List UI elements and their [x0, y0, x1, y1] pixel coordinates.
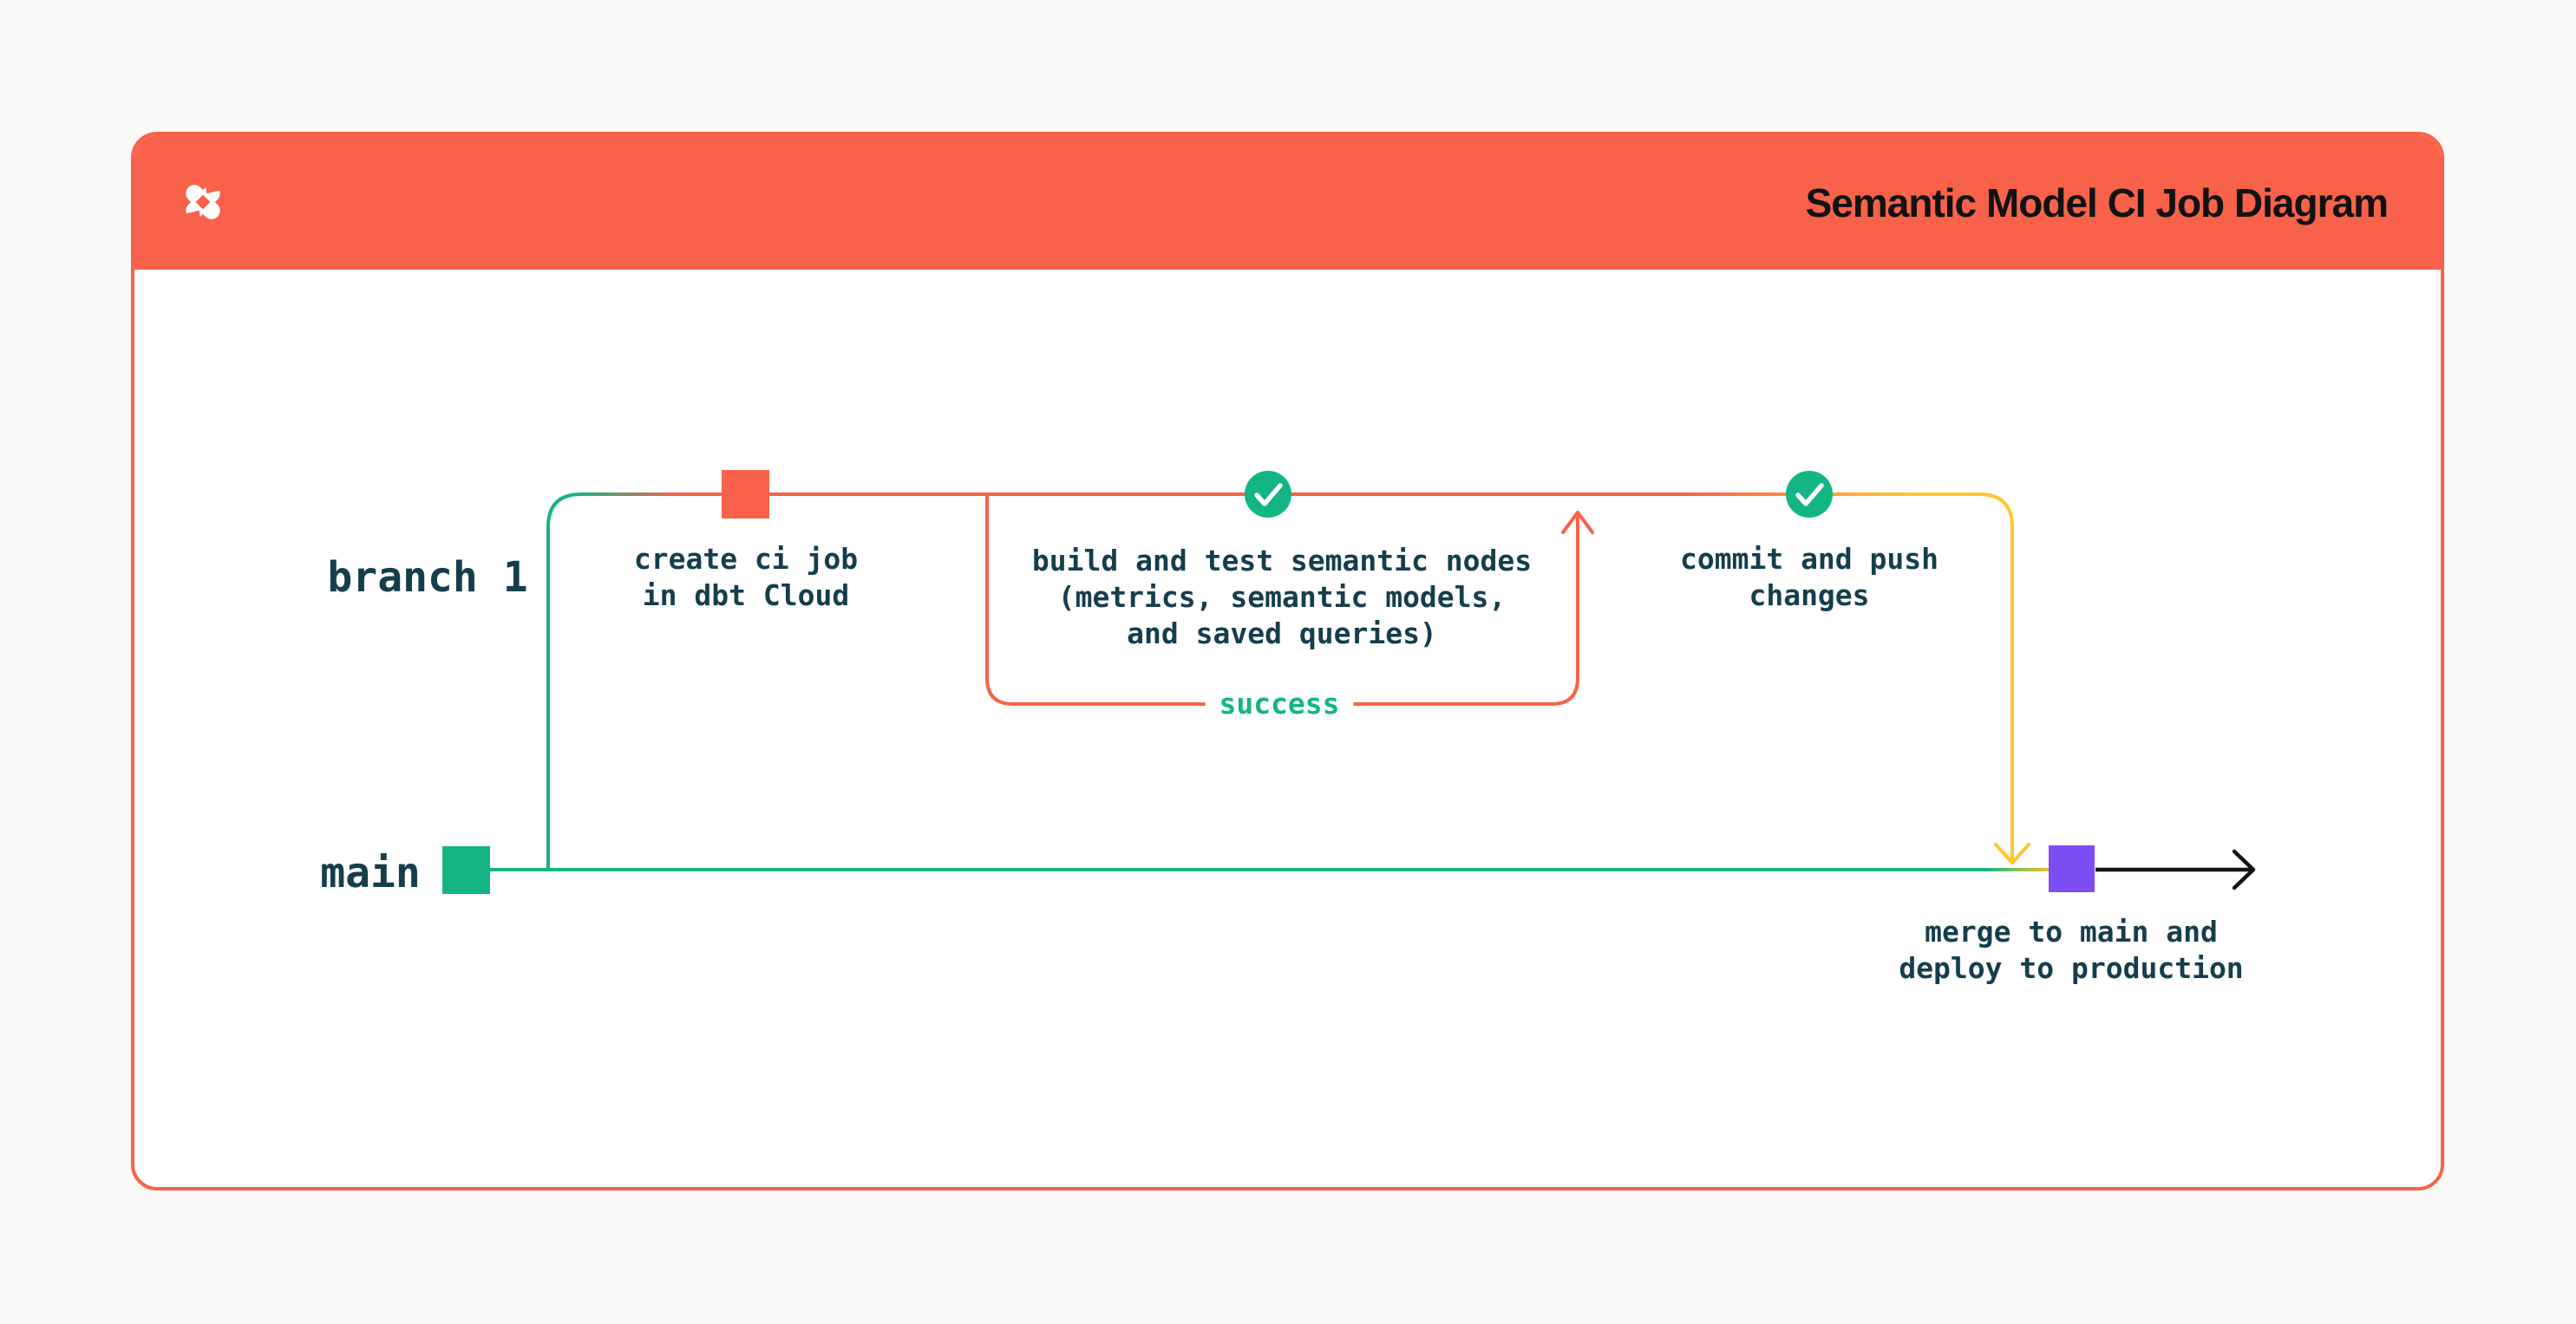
dbt-logo-icon: [173, 172, 233, 232]
node-label-line: commit and push: [1679, 542, 1939, 576]
node-label-line: create ci job: [633, 542, 859, 576]
arrow-down-icon: [1994, 843, 2030, 864]
branch-1-label: branch 1: [327, 553, 528, 602]
commit-node-merge: [2049, 845, 2095, 892]
node-label-build-test: build and test semantic nodes (metrics, …: [1032, 543, 1532, 652]
node-label-create-ci: create ci job in dbt Cloud: [634, 541, 858, 614]
card-header: Semantic Model CI Job Diagram: [134, 135, 2441, 270]
production-continue-arrow: [2095, 849, 2256, 890]
diagram-card: Semantic Model CI Job Diagram: [131, 132, 2444, 1190]
main-label: main: [320, 849, 421, 897]
node-label-line: merge to main and: [1925, 915, 2218, 949]
node-label-merge-deploy: merge to main and deploy to production: [1899, 914, 2243, 987]
success-badge: success: [1205, 686, 1354, 722]
node-label-line: and saved queries): [1127, 616, 1437, 650]
node-label-line: build and test semantic nodes: [1031, 544, 1533, 577]
node-label-line: changes: [1749, 578, 1870, 612]
check-circle-icon-commit: [1786, 471, 1833, 518]
arrow-right-icon: [2232, 849, 2256, 890]
arrow-up-icon: [1561, 511, 1594, 534]
node-label-line: deploy to production: [1899, 951, 2244, 985]
node-label-line: (metrics, semantic models,: [1057, 580, 1507, 614]
commit-node-create-ci: [722, 470, 769, 519]
dbt-logo-mark: [183, 172, 223, 232]
node-label-line: in dbt Cloud: [642, 578, 850, 612]
check-circle-icon-build: [1245, 471, 1291, 518]
commit-node-main: [442, 846, 490, 894]
page-title: Semantic Model CI Job Diagram: [1805, 179, 2389, 225]
node-label-commit-push: commit and push changes: [1680, 541, 1939, 614]
